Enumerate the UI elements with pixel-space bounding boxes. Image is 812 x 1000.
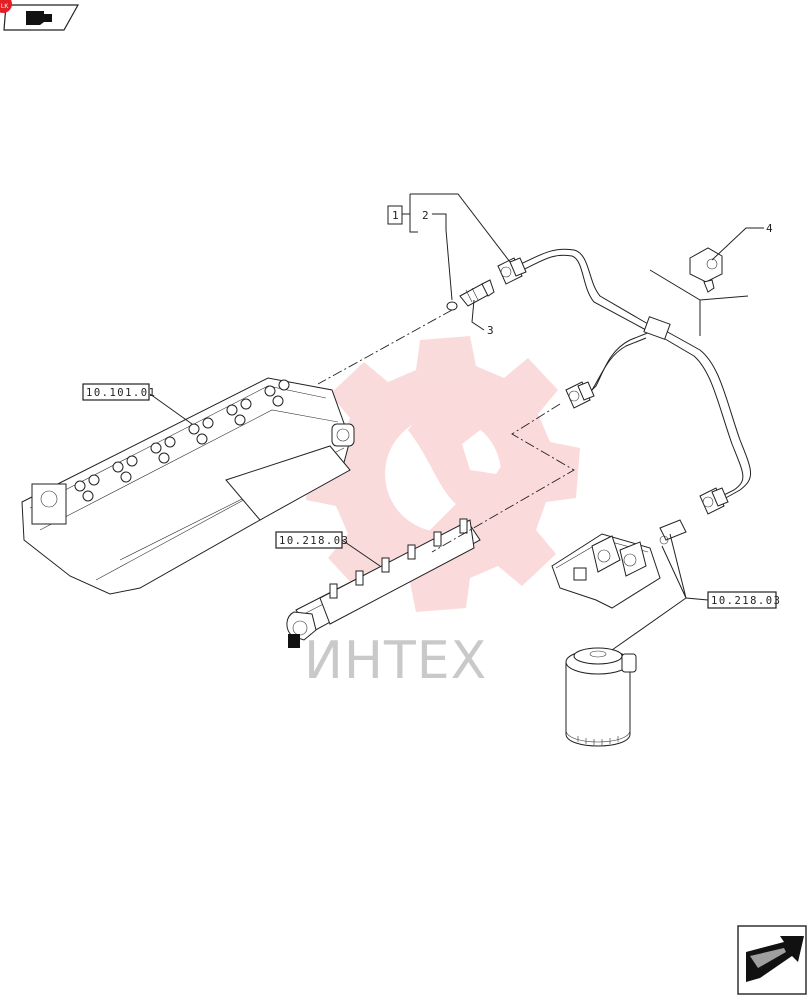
brand-mark: LK [0,0,12,13]
cylinder-head-drawing [21,377,355,595]
head-boss [150,442,162,454]
svg-text:10.218.03: 10.218.03 [711,595,781,607]
rail-outlet [329,583,338,599]
fuel-pipe-assembly [515,248,751,501]
pipe-connector-low [699,487,729,515]
head-boss [120,471,132,483]
head-boss [264,385,276,397]
watermark-gear [306,336,580,612]
pipe-connector-mid [565,381,595,409]
leader-3 [471,299,485,331]
svg-text:10.101.01: 10.101.01 [86,387,156,399]
seal-washer-part [446,301,458,311]
rail-outlet [407,544,416,560]
assembly-line-1 [317,309,453,385]
fuel-rail-drawing [286,518,481,648]
head-boss [126,455,138,467]
leader-rail [341,539,381,567]
head-boss [158,452,170,464]
head-boss [272,395,284,407]
rail-outlet [459,518,468,534]
clip-part [689,247,723,293]
leader-2 [432,213,453,301]
leader-1 [402,193,511,263]
fitting-part [459,279,495,307]
leader-filter [611,533,709,651]
head-boss [226,404,238,416]
head-boss [278,379,290,391]
head-boss [74,480,86,492]
arrow-right-icon-highlight [750,948,786,968]
head-boss [188,423,200,435]
head-boss [240,398,252,410]
filter-head-drawing [551,519,687,609]
ref-link-fuel-filter[interactable]: 10.218.03 [707,591,781,609]
ref-link-fuel-rail[interactable]: 10.218.03 [275,531,349,549]
assembly-line-2 [431,403,575,553]
arrow-right-icon [746,936,804,982]
head-boss [202,417,214,429]
callout-2[interactable]: 2 [422,209,430,222]
rail-outlet [433,531,442,547]
head-boss [234,414,246,426]
head-boss [164,436,176,448]
ref-link-cylinder-head[interactable]: 10.101.01 [82,383,156,401]
callout-1[interactable]: 1 [392,209,400,222]
rail-outlet [381,557,390,573]
fuel-filter-drawing [565,647,637,747]
head-boss [112,461,124,473]
svg-text:LK: LK [1,4,8,10]
callout-box-1 [387,205,403,225]
leader-head [149,393,193,425]
watermark-logo [306,336,580,612]
prev-page-button[interactable] [3,4,80,31]
pipe-connector-top [497,257,527,285]
watermark-text: ИНТЕХ [304,631,487,691]
callout-4[interactable]: 4 [766,222,774,235]
svg-text:10.218.03: 10.218.03 [279,535,349,547]
head-boss [82,490,94,502]
head-boss [196,433,208,445]
arrow-left-icon [26,11,52,25]
leader-4 [711,227,764,261]
rail-outlet [355,570,364,586]
next-page-button[interactable] [737,925,807,995]
callout-3[interactable]: 3 [487,324,495,337]
head-boss [88,474,100,486]
section-pointer [649,269,749,336]
watermark-gear-hole [385,416,501,532]
